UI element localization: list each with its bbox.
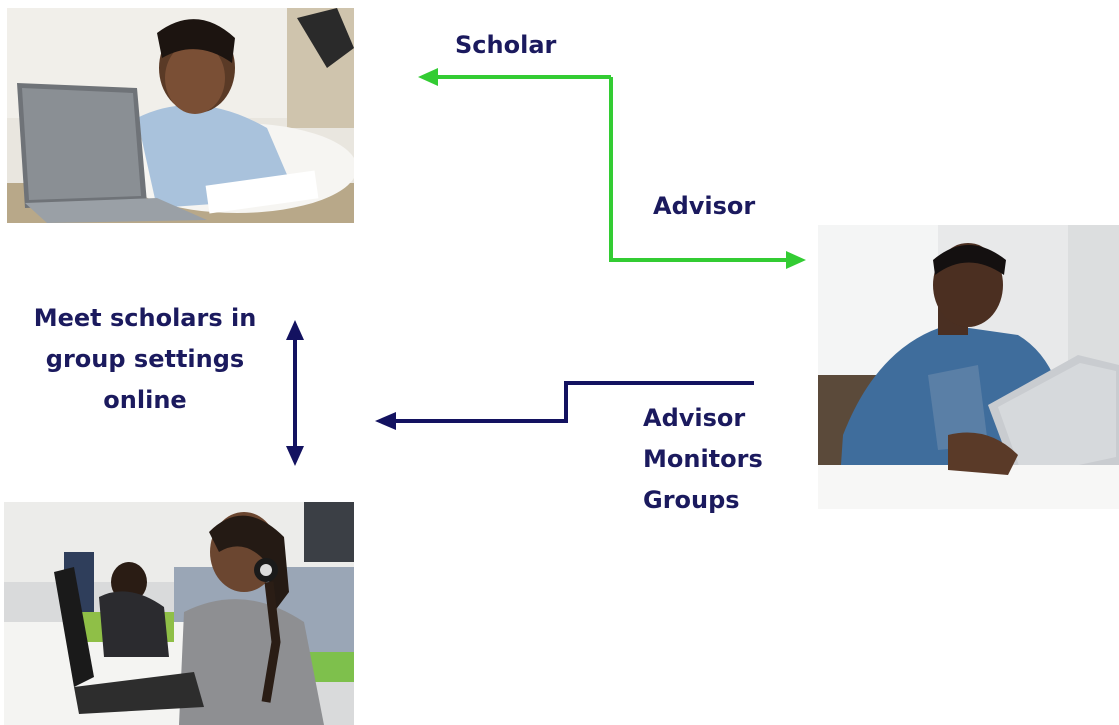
vertical-double-arrow [286,320,304,466]
advisor-photo [818,225,1119,509]
students-photo [4,502,354,725]
arrowhead-down-icon [286,446,304,466]
arrowhead-left-icon [375,412,396,430]
arrowhead-up-icon [286,320,304,340]
monitors-line-2: Monitors [643,445,763,473]
meet-line-2: group settings [45,345,245,373]
arrowhead-right-icon [786,251,806,269]
advisor-label: Advisor [653,192,756,220]
scholar-label: Scholar [455,31,557,59]
meet-scholars-label: Meet scholars in group settings online [20,298,270,421]
advisor-monitors-arrow [375,381,754,430]
meet-line-1: Meet scholars in [33,304,257,332]
monitors-line-3: Groups [643,486,740,514]
scholar-advisor-arrow [418,68,806,269]
meet-line-3: online [103,386,187,414]
arrowhead-left-icon [418,68,438,86]
scholar-photo [7,8,354,223]
monitors-line-1: Advisor [643,404,746,432]
advisor-monitors-label: Advisor Monitors Groups [643,398,763,521]
